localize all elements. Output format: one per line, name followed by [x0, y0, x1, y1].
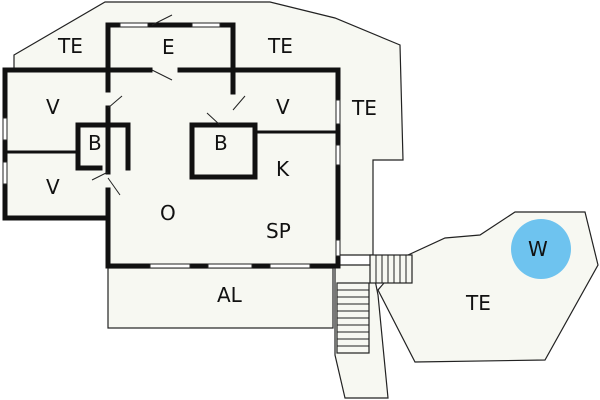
doors	[91, 14, 246, 196]
room-label-te-top-left: TE	[57, 34, 83, 58]
room-label-te-pool: TE	[465, 291, 491, 315]
interior-walls	[5, 67, 338, 221]
room-label-sp: SP	[266, 219, 291, 243]
balcony-al	[107, 267, 334, 329]
room-label-e: E	[162, 35, 175, 59]
room-label-w: W	[528, 237, 548, 261]
windows	[2, 22, 341, 269]
room-label-b-right: B	[214, 131, 228, 155]
stairs-upper-treads	[375, 255, 407, 283]
room-label-te-right: TE	[351, 96, 377, 120]
stairs-lower-treads	[337, 289, 369, 347]
pool	[511, 219, 571, 279]
room-label-k: K	[276, 157, 290, 181]
room-label-al: AL	[217, 283, 243, 307]
stairs-upper	[369, 254, 413, 284]
exterior-walls	[2, 22, 341, 269]
room-label-b-left: B	[88, 131, 102, 155]
room-label-v-right: V	[276, 95, 290, 119]
room-label-te-top-right: TE	[267, 34, 293, 58]
room-label-o: O	[160, 201, 176, 225]
room-label-v-left: V	[46, 95, 60, 119]
house-floor	[5, 25, 338, 266]
room-label-v-bottom-left: V	[46, 175, 60, 199]
